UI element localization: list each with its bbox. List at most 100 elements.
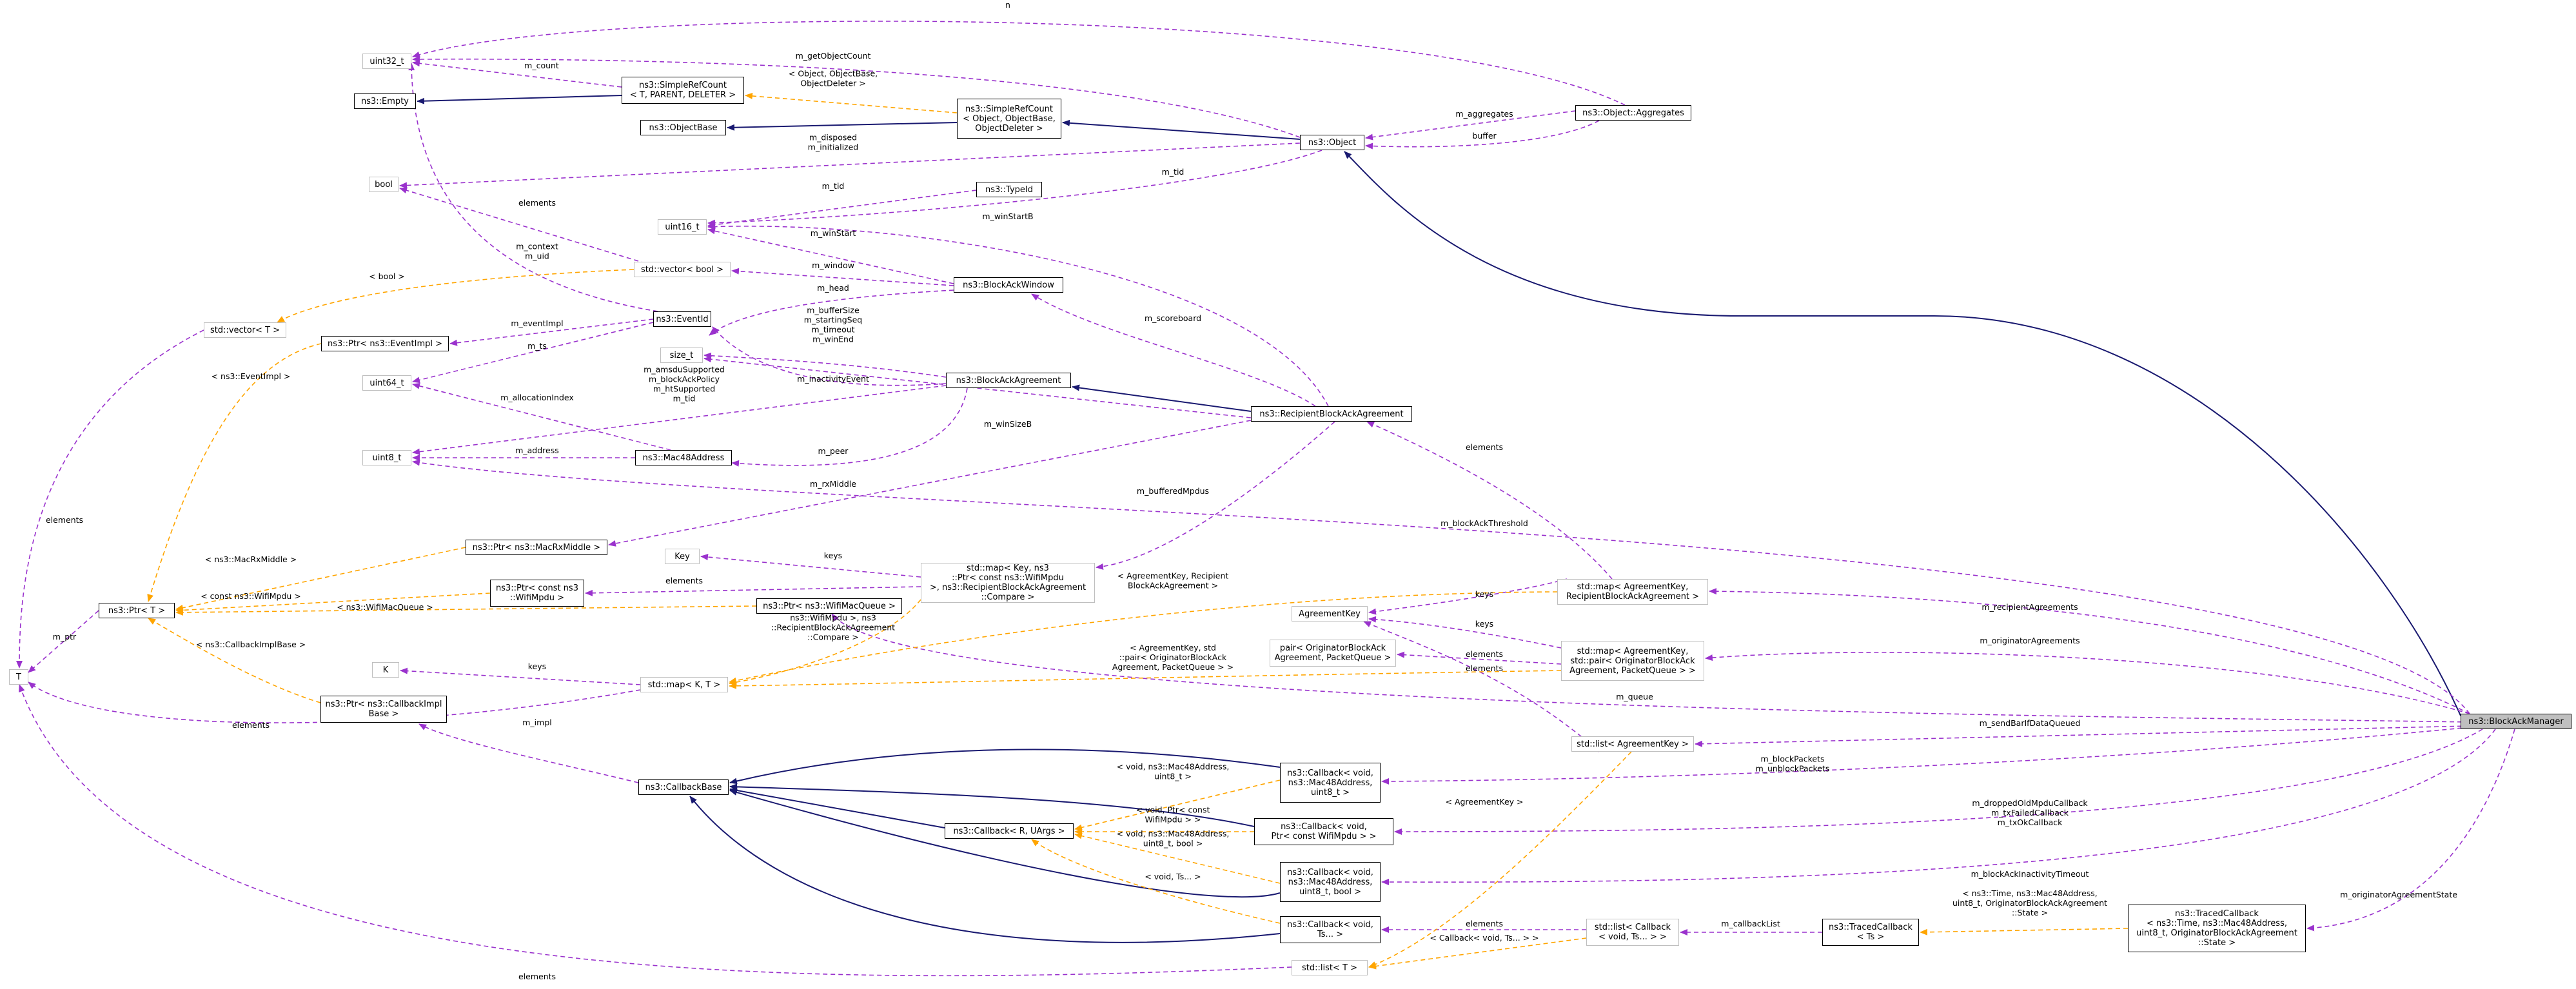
- node-ptr-t[interactable]: ns3::Ptr< T >: [99, 603, 175, 618]
- node-object-aggregates[interactable]: ns3::Object::Aggregates: [1575, 105, 1691, 121]
- node-vector-bool[interactable]: std::vector< bool >: [634, 262, 731, 277]
- edge-label-elements-pair: elements: [1466, 649, 1503, 659]
- edge-label-eventimpl-tpl: < ns3::EventImpl >: [211, 371, 291, 381]
- edge-label-void-ts-tpl: < void, Ts... >: [1145, 872, 1201, 881]
- node-size-t[interactable]: size_t: [660, 348, 703, 363]
- node-simple-refcount-t[interactable]: ns3::SimpleRefCount < T, PARENT, DELETER…: [622, 77, 744, 104]
- node-ptr-macrxmiddle[interactable]: ns3::Ptr< ns3::MacRxMiddle >: [466, 540, 607, 555]
- node-callback-void-mac48-uint8-bool[interactable]: ns3::Callback< void, ns3::Mac48Address, …: [1280, 862, 1381, 902]
- template-edge: [1920, 928, 2129, 935]
- node-callback-r-uargs[interactable]: ns3::Callback< R, UArgs >: [945, 823, 1074, 839]
- node-ptr-const-wifimpdu[interactable]: ns3::Ptr< const ns3 ::WifiMpdu >: [490, 580, 584, 607]
- usage-edge: [19, 684, 1292, 977]
- edge-label-m-winstart: m_winStart: [811, 228, 856, 238]
- node-callback-base[interactable]: ns3::CallbackBase: [638, 779, 729, 795]
- usage-edge: [1365, 120, 1600, 150]
- node-uint32-t[interactable]: uint32_t: [362, 54, 411, 69]
- usage-edge: [731, 387, 968, 467]
- edge-label-m-allocationindex: m_allocationIndex: [500, 393, 574, 402]
- usage-edge: [449, 318, 654, 346]
- usage-edge: [412, 21, 1626, 106]
- node-list-t[interactable]: std::list< T >: [1292, 960, 1368, 975]
- node-traced-callback-state[interactable]: ns3::TracedCallback < ns3::Time, ns3::Ma…: [2128, 905, 2306, 952]
- usage-edge: [399, 142, 1301, 189]
- usage-edge: [1695, 725, 2470, 747]
- edge-label-wifimacqueue-tpl: < ns3::WifiMacQueue >: [337, 602, 433, 612]
- node-vector-t[interactable]: std::vector< T >: [204, 322, 286, 338]
- node-simple-refcount-object[interactable]: ns3::SimpleRefCount < Object, ObjectBase…: [957, 99, 1061, 139]
- template-edge: [1074, 832, 1281, 884]
- node-object-base[interactable]: ns3::ObjectBase: [640, 120, 726, 135]
- template-edge: [729, 599, 921, 686]
- inherit-edge: [727, 122, 958, 131]
- node-key[interactable]: Key: [665, 549, 700, 564]
- node-ns3-object[interactable]: ns3::Object: [1300, 135, 1364, 150]
- edge-label-buffer: buffer: [1472, 131, 1497, 141]
- template-edge: [175, 547, 466, 611]
- node-map-key-ptr-wifimpdu[interactable]: std::map< Key, ns3 ::Ptr< const ns3::Wif…: [921, 563, 1095, 603]
- node-mac48-address[interactable]: ns3::Mac48Address: [635, 450, 732, 465]
- inherit-edge: [1344, 151, 2461, 716]
- edge-label-m-scoreboard: m_scoreboard: [1145, 313, 1201, 323]
- template-edge: [175, 592, 491, 614]
- edge-label-keys-orig: keys: [1475, 619, 1493, 629]
- node-map-k-t[interactable]: std::map< K, T >: [640, 677, 728, 692]
- node-map-agreementkey-recipient[interactable]: std::map< AgreementKey, RecipientBlockAc…: [1557, 579, 1708, 605]
- edge-label-elements-callback: elements: [1466, 919, 1503, 928]
- node-callback-void-ptr-wifimpdu[interactable]: ns3::Callback< void, Ptr< const WifiMpdu…: [1254, 818, 1393, 845]
- inherit-edge: [729, 789, 1281, 898]
- template-edge: [148, 618, 321, 703]
- node-traced-callback-ts[interactable]: ns3::TracedCallback < Ts >: [1822, 919, 1919, 946]
- inherit-edge: [1072, 384, 1252, 412]
- node-ptr-callbackimplbase[interactable]: ns3::Ptr< ns3::CallbackImpl Base >: [320, 696, 447, 723]
- edge-label-m-originatoragreements: m_originatorAgreements: [1980, 636, 2079, 645]
- node-event-id[interactable]: ns3::EventId: [653, 311, 711, 327]
- edge-label-m-rxmiddle: m_rxMiddle: [810, 479, 856, 489]
- node-pair-originator[interactable]: pair< OriginatorBlockAck Agreement, Pack…: [1270, 640, 1396, 667]
- edge-label-n: n: [1005, 0, 1010, 10]
- node-k[interactable]: K: [372, 662, 399, 678]
- node-list-agreementkey[interactable]: std::list< AgreementKey >: [1571, 736, 1694, 752]
- usage-edge: [703, 352, 947, 378]
- node-callback-void-mac48-uint8[interactable]: ns3::Callback< void, ns3::Mac48Address, …: [1280, 763, 1381, 803]
- node-map-agreementkey-originator[interactable]: std::map< AgreementKey, std::pair< Origi…: [1561, 641, 1704, 681]
- node-callback-void-ts[interactable]: ns3::Callback< void, Ts... >: [1280, 916, 1381, 943]
- node-type-id[interactable]: ns3::TypeId: [976, 182, 1042, 197]
- node-t[interactable]: T: [9, 669, 28, 685]
- edge-label-m-blockackthreshold: m_blockAckThreshold: [1440, 518, 1528, 528]
- edge-label-elements-map-t: elements: [232, 720, 270, 730]
- edge-label-keys-key: keys: [824, 551, 842, 560]
- usage-edge: [1363, 621, 1600, 752]
- node-block-ack-window[interactable]: ns3::BlockAckWindow: [954, 277, 1063, 293]
- node-uint64-t[interactable]: uint64_t: [362, 375, 411, 391]
- node-bool[interactable]: bool: [369, 177, 398, 192]
- edge-label-m-tid-uint16: m_tid: [822, 181, 845, 191]
- edge-label-elements-vector: elements: [46, 515, 83, 525]
- node-block-ack-manager[interactable]: ns3::BlockAckManager: [2461, 714, 2571, 729]
- edge-label-m-impl: m_impl: [522, 718, 551, 727]
- node-agreement-key[interactable]: AgreementKey: [1292, 606, 1368, 622]
- node-list-callback[interactable]: std::list< Callback < void, Ts... > >: [1586, 919, 1679, 946]
- usage-edge: [28, 610, 99, 673]
- edge-label-m-bufferedmpdus: m_bufferedMpdus: [1137, 486, 1209, 496]
- node-uint8-t[interactable]: uint8_t: [362, 450, 411, 465]
- usage-edge: [16, 329, 204, 669]
- edge-label-keys-recip: keys: [1475, 589, 1493, 599]
- edge-label-elements-bool: elements: [518, 198, 556, 208]
- node-recipient-block-ack-agreement[interactable]: ns3::RecipientBlockAckAgreement: [1251, 406, 1412, 422]
- node-ptr-eventimpl[interactable]: ns3::Ptr< ns3::EventImpl >: [321, 336, 449, 351]
- template-edge: [1368, 751, 1632, 968]
- node-ptr-wifimacqueue[interactable]: ns3::Ptr< ns3::WifiMacQueue >: [756, 598, 902, 614]
- node-block-ack-agreement[interactable]: ns3::BlockAckAgreement: [946, 373, 1071, 388]
- node-uint16-t[interactable]: uint16_t: [658, 219, 707, 235]
- template-edge: [277, 269, 634, 323]
- template-edge: [1074, 779, 1281, 831]
- edge-label-elements-orig: elements: [1466, 663, 1503, 673]
- usage-edge: [608, 420, 1252, 547]
- node-ns3-empty[interactable]: ns3::Empty: [354, 93, 416, 109]
